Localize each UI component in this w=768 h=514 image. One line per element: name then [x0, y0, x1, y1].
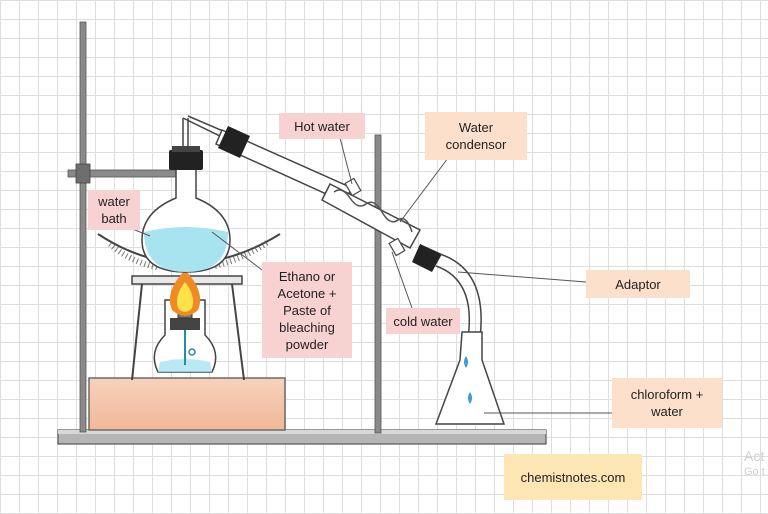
leader-lines: [119, 137, 612, 414]
product-label: chloroform + water: [612, 378, 722, 428]
watermark-line-1: Act: [744, 448, 765, 464]
reagents-label: Ethano or Acetone + Paste of bleaching p…: [262, 262, 352, 358]
water-bath-container: [88, 377, 286, 431]
conical-flask: [434, 331, 506, 425]
spirit-lamp: [153, 299, 217, 373]
right-retort-stand: [374, 134, 382, 434]
left-retort-stand: [67, 21, 181, 433]
stand-base-plate: [57, 429, 547, 445]
watermark-line-2: Go t: [744, 466, 765, 478]
water-bath-label: water bath: [88, 190, 140, 230]
round-bottom-flask: [141, 146, 231, 273]
cold-water-label: cold water: [386, 308, 460, 334]
burner-flame: [169, 270, 201, 316]
water-condensor-label: Water condensor: [425, 112, 527, 160]
source-credit: chemistnotes.com: [504, 454, 642, 500]
adaptor-tube: [435, 253, 482, 339]
water-condenser: [215, 126, 442, 272]
hot-water-label: Hot water: [279, 113, 365, 139]
adaptor-label: Adaptor: [586, 270, 690, 298]
